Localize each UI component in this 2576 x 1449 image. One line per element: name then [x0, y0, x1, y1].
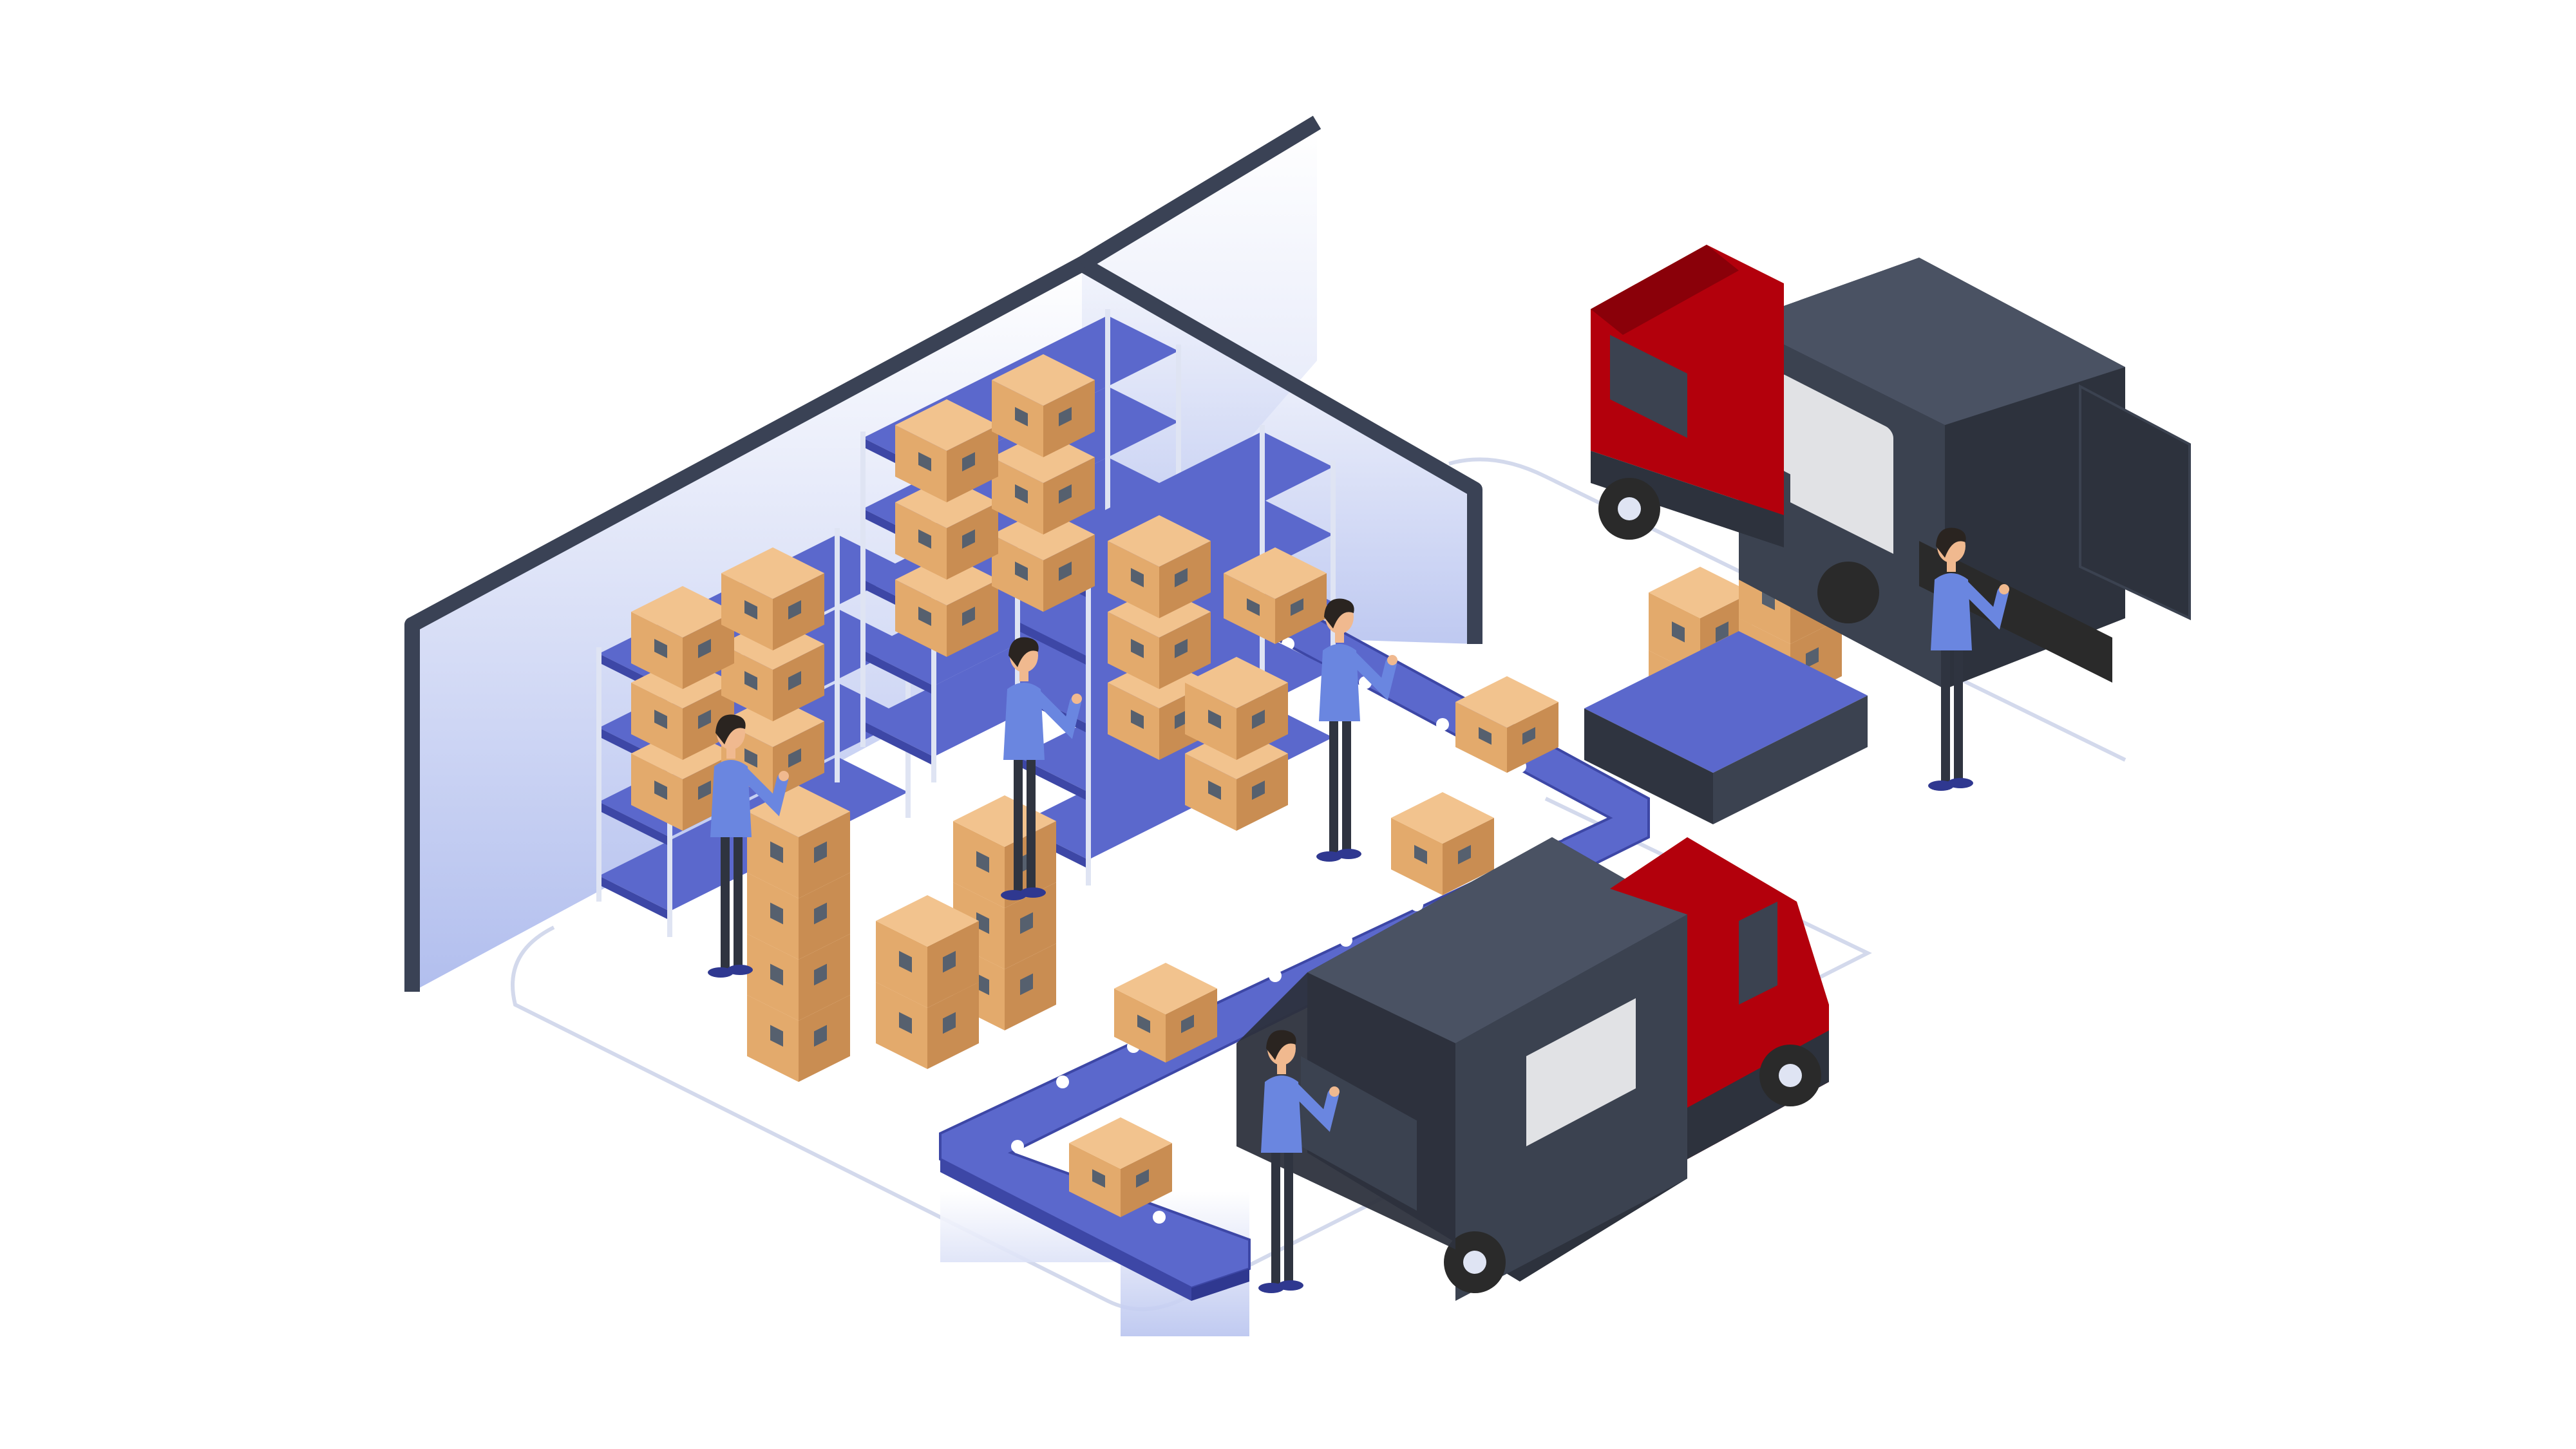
cardboard-box [1185, 657, 1288, 760]
cardboard-box [895, 399, 998, 502]
cardboard-box [1069, 1117, 1172, 1217]
floor-outline-right [1448, 457, 2126, 762]
truck-upper [1591, 245, 2191, 689]
warehouse-worker [1316, 598, 1397, 862]
warehouse-worker [708, 714, 789, 978]
cardboard-box [747, 786, 850, 898]
warehouse-worker [1258, 1030, 1340, 1293]
cardboard-box [876, 895, 979, 1008]
workers [708, 527, 2009, 1293]
loading-platform [1584, 631, 1868, 824]
cardboard-box [721, 547, 824, 650]
cardboard-box [1114, 963, 1217, 1063]
warehouse-worker [1001, 637, 1082, 900]
truck-lower [1236, 837, 1829, 1301]
cardboard-box [631, 586, 734, 689]
cardboard-box [1391, 792, 1494, 895]
cardboard-box [992, 354, 1095, 457]
cardboard-box [1224, 547, 1327, 644]
cardboard-boxes [631, 354, 2083, 1217]
cardboard-box [1108, 515, 1211, 618]
cardboard-box [1455, 676, 1558, 773]
warehouse-worker [1928, 527, 2009, 791]
